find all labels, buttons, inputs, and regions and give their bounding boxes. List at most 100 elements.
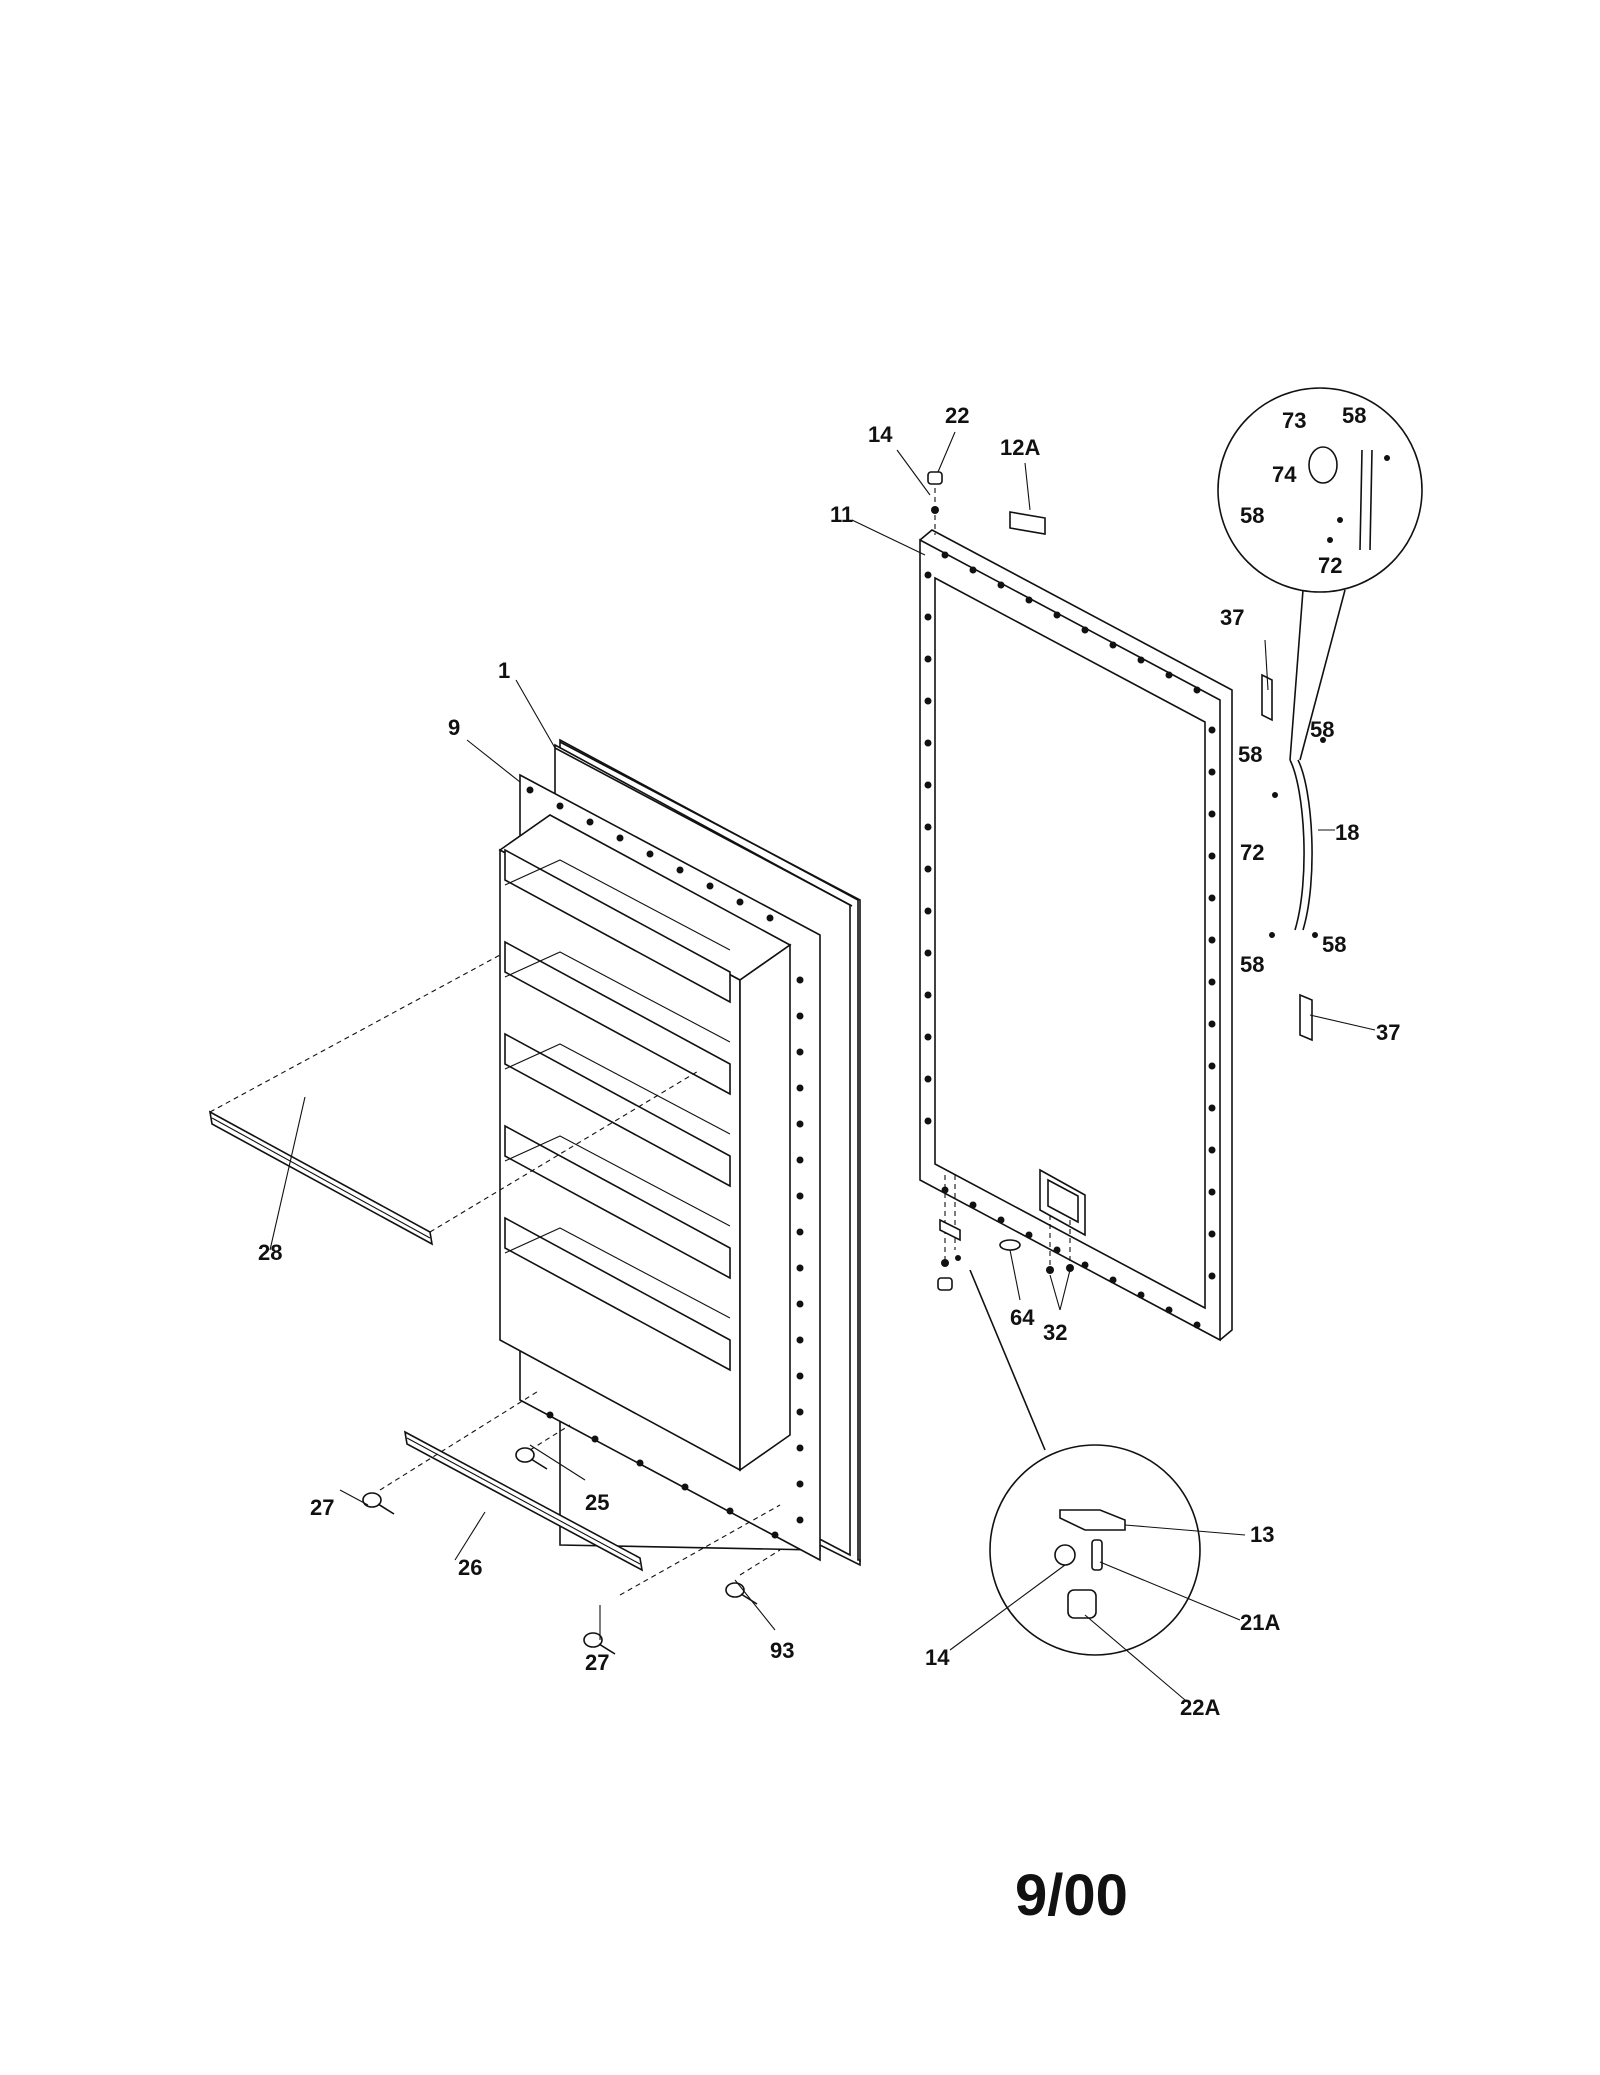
- screw: [515, 1447, 535, 1463]
- part-label: 72: [1318, 553, 1342, 578]
- screw-hole: [526, 786, 534, 794]
- door-bin: [504, 1032, 731, 1188]
- screw-hole: [796, 1264, 804, 1272]
- screw-hole: [736, 898, 744, 906]
- frame-hole: [924, 907, 932, 915]
- screw-hole: [681, 1483, 689, 1491]
- part-label: 22: [945, 403, 969, 428]
- screw-shank: [530, 1458, 548, 1470]
- part-label: 37: [1376, 1020, 1400, 1045]
- frame-hole: [1208, 1230, 1216, 1238]
- part-label: 28: [258, 1240, 282, 1265]
- screw-hole: [796, 1516, 804, 1524]
- door-bin: [504, 1216, 731, 1372]
- screw: [583, 1632, 603, 1648]
- part-label: 64: [1010, 1305, 1035, 1330]
- frame-hole: [924, 1075, 932, 1083]
- handle-detail-callout: [1217, 387, 1423, 593]
- screw-hole: [636, 1459, 644, 1467]
- part-label: 73: [1282, 408, 1306, 433]
- frame-hole: [1053, 1246, 1061, 1254]
- door-handle-assembly: [1261, 589, 1346, 1042]
- frame-hole: [1025, 1231, 1033, 1239]
- frame-hole: [1208, 894, 1216, 902]
- frame-hole: [1165, 1306, 1173, 1314]
- frame-hole: [997, 581, 1005, 589]
- frame-hole: [1208, 978, 1216, 986]
- frame-hole: [969, 566, 977, 574]
- screw-hole: [546, 1411, 554, 1419]
- screw-hole: [771, 1531, 779, 1539]
- part-label: 9: [448, 715, 460, 740]
- screw-hole: [796, 976, 804, 984]
- frame-hole: [1208, 1062, 1216, 1070]
- part-label: 13: [1250, 1522, 1274, 1547]
- part-label: 93: [770, 1638, 794, 1663]
- screw-hole: [556, 802, 564, 810]
- screw-hole: [796, 1300, 804, 1308]
- frame-hole: [1053, 611, 1061, 619]
- door-bin: [504, 940, 731, 1096]
- screw-hole: [796, 1480, 804, 1488]
- screw-hole: [796, 1228, 804, 1236]
- screw-hole: [796, 1012, 804, 1020]
- bottom-trim-strip-26: [403, 1430, 644, 1572]
- shelf-trim-strip-28: [208, 1110, 434, 1246]
- frame-hole: [1208, 810, 1216, 818]
- part-label: 18: [1335, 820, 1359, 845]
- part-label: 21A: [1240, 1610, 1280, 1635]
- frame-hole: [1208, 852, 1216, 860]
- screw-hole: [646, 850, 654, 858]
- door-bin: [504, 1124, 731, 1280]
- frame-hole: [1208, 1146, 1216, 1154]
- part-label: 26: [458, 1555, 482, 1580]
- part-label: 32: [1043, 1320, 1067, 1345]
- hinge-detail-callout: [989, 1444, 1201, 1656]
- frame-hole: [924, 1117, 932, 1125]
- frame-hole: [1208, 1020, 1216, 1028]
- frame-hole: [1109, 1276, 1117, 1284]
- frame-hole: [969, 1201, 977, 1209]
- frame-hole: [1208, 1272, 1216, 1280]
- part-label: 58: [1310, 717, 1334, 742]
- part-label: 58: [1240, 952, 1264, 977]
- screw-hole: [676, 866, 684, 874]
- part-label: 37: [1220, 605, 1244, 630]
- part-labels: 1 9 11 12A 13 14 14 18 21A 22 22A 25 26 …: [258, 403, 1400, 1720]
- screw-hole: [796, 1372, 804, 1380]
- door-bin: [504, 848, 731, 1004]
- screw-hole: [796, 1048, 804, 1056]
- door-bin-edge: [504, 1043, 731, 1135]
- part-label: 27: [585, 1650, 609, 1675]
- screw-hole: [796, 1192, 804, 1200]
- frame-hole: [1109, 641, 1117, 649]
- door-shelf-assembly: [498, 814, 792, 1472]
- screw-hole: [796, 1444, 804, 1452]
- frame-hole: [941, 551, 949, 559]
- part-label: 58: [1322, 932, 1346, 957]
- screw-shank: [740, 1593, 758, 1605]
- frame-hole: [1081, 1261, 1089, 1269]
- door-bin-edge: [504, 1135, 731, 1227]
- top-hinge-plug: [927, 471, 943, 535]
- frame-hole: [1137, 656, 1145, 664]
- part-label: 14: [925, 1645, 950, 1670]
- screw-hole: [726, 1507, 734, 1515]
- frame-hole: [1193, 1321, 1201, 1329]
- part-label: 58: [1240, 503, 1264, 528]
- label-tag-12a: [1009, 511, 1046, 535]
- screw-hole: [766, 914, 774, 922]
- frame-hole: [924, 991, 932, 999]
- frame-hole: [924, 781, 932, 789]
- screw: [362, 1492, 382, 1508]
- frame-hole: [1025, 596, 1033, 604]
- part-label: 25: [585, 1490, 609, 1515]
- frame-hole: [924, 655, 932, 663]
- frame-hole: [1137, 1291, 1145, 1299]
- part-label: 1: [498, 658, 510, 683]
- frame-hole: [924, 739, 932, 747]
- assembly-guide-lines: [209, 954, 1071, 1596]
- frame-hole: [1208, 726, 1216, 734]
- frame-hole: [941, 1186, 949, 1194]
